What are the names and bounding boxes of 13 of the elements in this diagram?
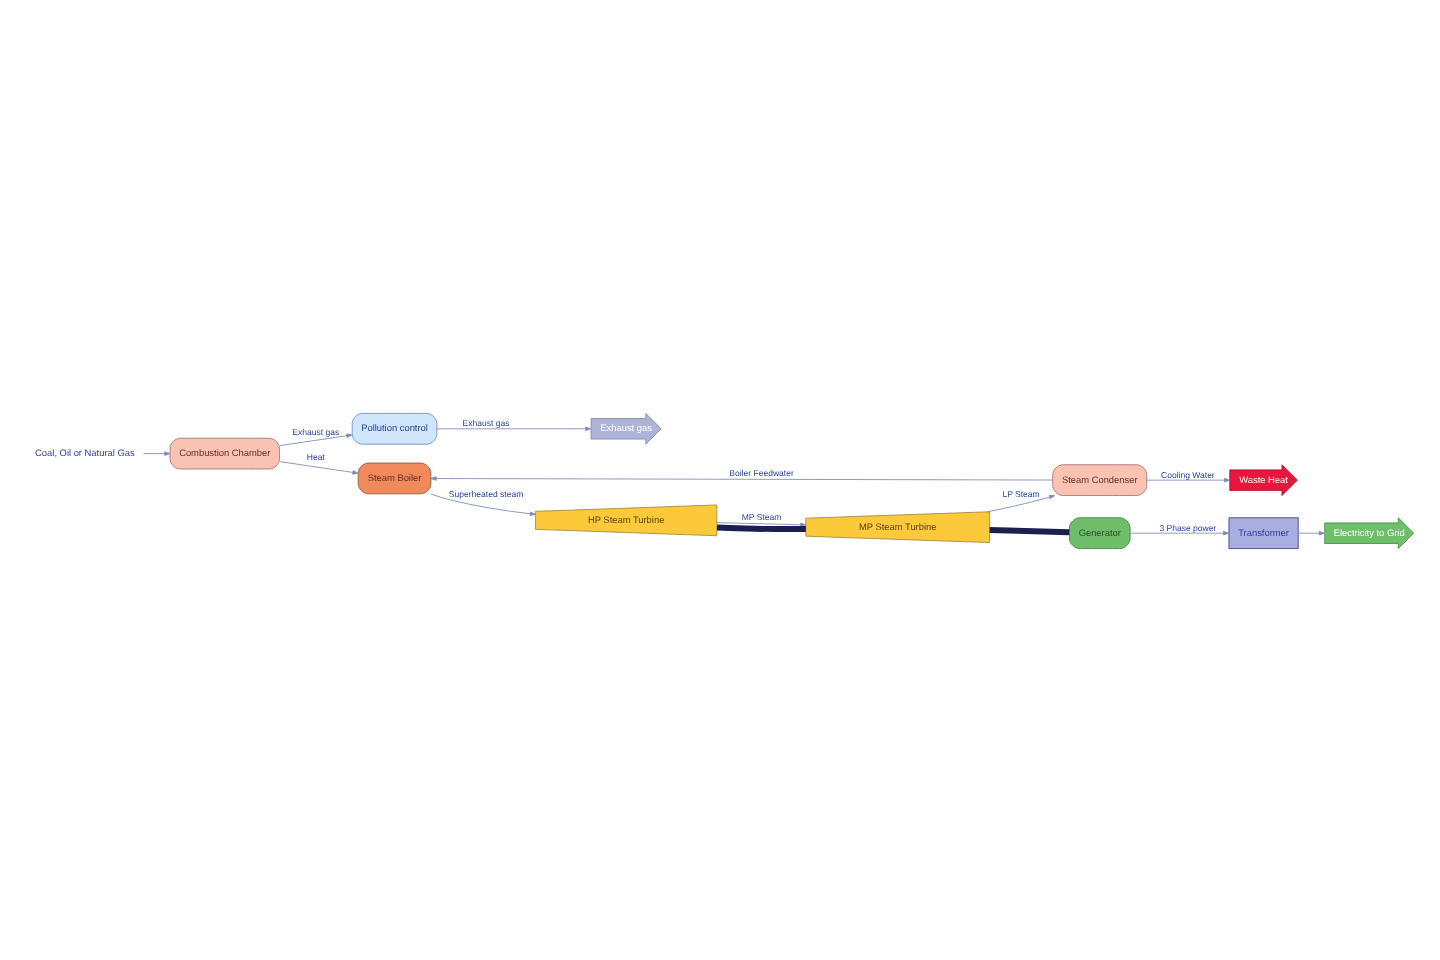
arrow — [279, 460, 359, 474]
arrow — [1298, 529, 1325, 535]
arrow — [279, 432, 353, 446]
arrow — [1129, 529, 1230, 535]
arrow — [430, 475, 1054, 480]
arrow — [430, 492, 536, 515]
connector — [989, 525, 1070, 535]
arrow — [436, 425, 592, 431]
arrow — [986, 493, 1056, 512]
connector — [716, 523, 806, 532]
arrow — [143, 450, 171, 455]
arrow — [1146, 476, 1230, 482]
arrow — [716, 521, 807, 526]
